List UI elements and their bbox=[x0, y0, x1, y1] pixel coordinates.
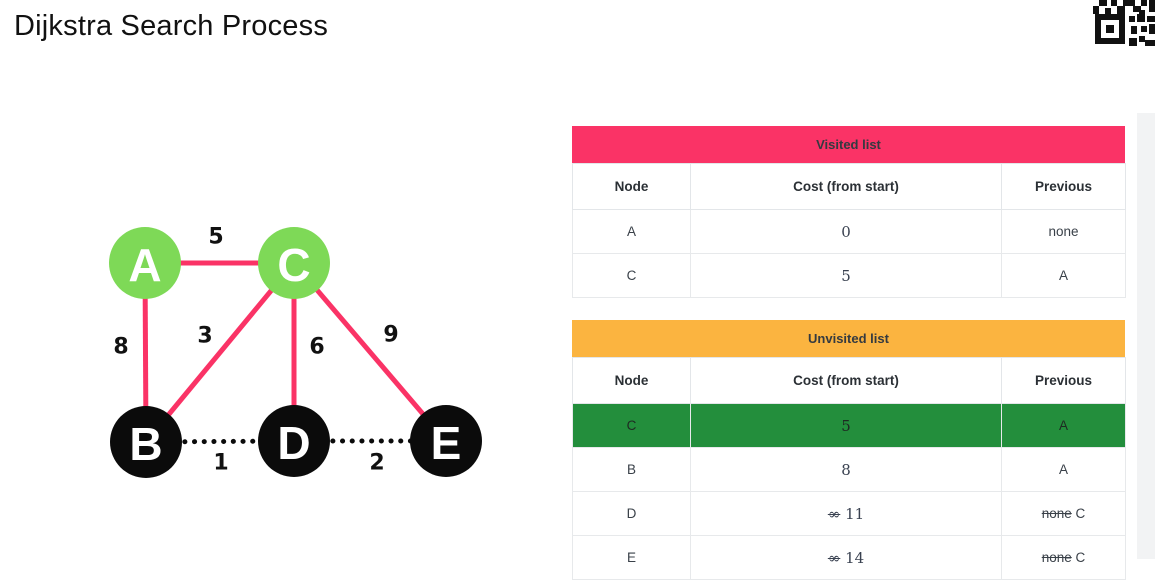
graph-node-d bbox=[258, 405, 330, 477]
struck-value: none bbox=[1041, 506, 1072, 521]
page-title: Dijkstra Search Process bbox=[14, 10, 329, 42]
edge-b-c bbox=[144, 261, 296, 444]
cell-node: B bbox=[572, 447, 691, 492]
cell-value: A bbox=[1058, 462, 1068, 477]
cell-node: E bbox=[572, 535, 691, 580]
cell-previous: none bbox=[1001, 209, 1126, 254]
graph-node-c bbox=[258, 227, 330, 299]
edge-weight-label: 5 bbox=[208, 225, 223, 250]
cell-cost: ∞ 11 bbox=[690, 491, 1002, 536]
cell-value: A bbox=[626, 224, 636, 239]
cell-previous: A bbox=[1001, 447, 1126, 492]
table-row: A 0 none bbox=[572, 209, 1126, 254]
cell-value: 5 bbox=[841, 266, 851, 285]
unvisited-table-title: Unvisited list bbox=[572, 320, 1125, 357]
graph-node-a bbox=[109, 227, 181, 299]
table-row: C 5 A bbox=[572, 403, 1126, 448]
table-row: B 8 A bbox=[572, 447, 1126, 492]
cell-value: C bbox=[626, 418, 637, 433]
cell-cost: 0 bbox=[690, 209, 1002, 254]
cell-value: 5 bbox=[841, 416, 851, 435]
cell-value: 8 bbox=[841, 460, 851, 479]
cell-node: C bbox=[572, 253, 691, 298]
edge-weight-label: 8 bbox=[113, 335, 128, 360]
edge-weight-label: 9 bbox=[383, 323, 398, 348]
edge-weight-label: 6 bbox=[309, 335, 324, 360]
struck-value: none bbox=[1041, 550, 1072, 565]
cell-node: C bbox=[572, 403, 691, 448]
cell-value: 14 bbox=[840, 548, 865, 567]
cell-cost: 8 bbox=[690, 447, 1002, 492]
visited-table-title: Visited list bbox=[572, 126, 1125, 163]
cell-previous: none C bbox=[1001, 535, 1126, 580]
cell-value: C bbox=[626, 268, 637, 283]
cell-value: E bbox=[626, 550, 636, 565]
graph-node-label-b: B bbox=[129, 418, 162, 470]
struck-value: ∞ bbox=[827, 504, 841, 523]
cell-value: C bbox=[1071, 550, 1086, 565]
cell-previous: A bbox=[1001, 253, 1126, 298]
edge-weight-label: 3 bbox=[197, 324, 212, 349]
cell-value: D bbox=[626, 506, 637, 521]
cell-previous: none C bbox=[1001, 491, 1126, 536]
cell-node: A bbox=[572, 209, 691, 254]
cell-previous: A bbox=[1001, 403, 1126, 448]
cell-cost: 5 bbox=[690, 253, 1002, 298]
cell-cost: ∞ 14 bbox=[690, 535, 1002, 580]
cell-value: C bbox=[1071, 506, 1086, 521]
edge-weight-label: 1 bbox=[213, 451, 228, 476]
column-header: Node bbox=[572, 163, 691, 210]
right-gutter bbox=[1137, 113, 1155, 559]
cell-value: none bbox=[1048, 224, 1079, 239]
column-header: Cost (from start) bbox=[690, 357, 1002, 404]
struck-value: ∞ bbox=[827, 548, 841, 567]
column-header: Cost (from start) bbox=[690, 163, 1002, 210]
cell-value: 11 bbox=[840, 504, 865, 523]
graph-node-e bbox=[410, 405, 482, 477]
cell-value: B bbox=[626, 462, 636, 477]
column-header: Previous bbox=[1001, 357, 1126, 404]
graph-node-label-c: C bbox=[277, 239, 310, 291]
cell-value: A bbox=[1058, 268, 1068, 283]
graph-node-label-a: A bbox=[128, 239, 161, 291]
cell-node: D bbox=[572, 491, 691, 536]
table-row: C 5 A bbox=[572, 253, 1126, 298]
graph-node-label-e: E bbox=[431, 417, 462, 469]
cell-value: 0 bbox=[841, 222, 851, 241]
edge-weight-label: 2 bbox=[369, 451, 384, 476]
edge-c-e bbox=[292, 261, 448, 443]
column-header: Previous bbox=[1001, 163, 1126, 210]
graph-node-label-d: D bbox=[277, 417, 310, 469]
column-header: Node bbox=[572, 357, 691, 404]
graph-node-b bbox=[110, 406, 182, 478]
cell-cost: 5 bbox=[690, 403, 1002, 448]
qr-code-icon bbox=[1093, 0, 1155, 46]
cell-value: A bbox=[1058, 418, 1068, 433]
